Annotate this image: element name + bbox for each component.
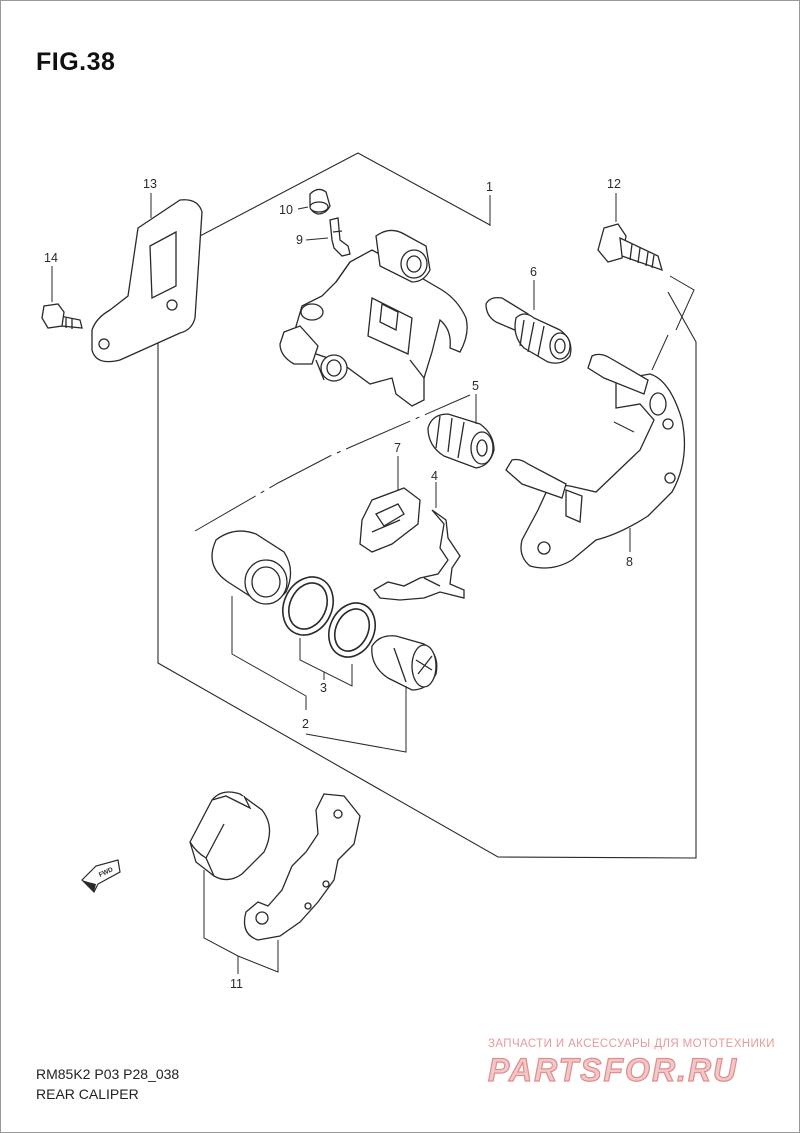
assembly-frame: [157, 152, 697, 859]
leader-3-bracket: [299, 638, 353, 687]
callout-5: 5: [472, 379, 479, 393]
part-4-retainer: [373, 509, 465, 601]
part-12-bolt: [597, 223, 663, 272]
diagram-code: RM85K2 P03 P28_038: [36, 1066, 180, 1082]
part-5-boot: [427, 413, 495, 469]
leader-2-bracket: [231, 596, 307, 710]
callout-2: 2: [302, 717, 309, 731]
callout-14: 14: [44, 251, 58, 265]
callout-8: 8: [626, 555, 633, 569]
part-6-boot: [485, 296, 572, 364]
part-1-caliper-body: [279, 229, 468, 407]
callout-7: 7: [394, 441, 401, 455]
part-8-bracket: [505, 353, 686, 569]
leader-2-right: [305, 686, 407, 753]
callout-11: 11: [230, 977, 243, 991]
part-3-seal-a: [282, 576, 334, 636]
part-10-cap: [309, 188, 331, 215]
callout-9: 9: [296, 233, 303, 247]
leader-10: [297, 206, 309, 210]
watermark-logo: PARTSFOR.RU: [487, 1051, 739, 1088]
callout-13: 13: [143, 177, 157, 191]
part-13-bracket: [91, 199, 203, 363]
leader-9: [305, 237, 329, 241]
callout-3: 3: [320, 681, 327, 695]
part-11-pad-front: [189, 791, 271, 881]
part-3-seal-b: [328, 602, 376, 658]
part-7-spring: [359, 487, 421, 553]
leader-12-bracket: [669, 275, 695, 331]
part-9-bleeder-valve: [329, 217, 351, 257]
leader-8-mid: [613, 421, 635, 433]
part-14-bolt: [41, 303, 83, 329]
callout-1: 1: [486, 180, 493, 194]
fwd-arrow-icon: [81, 859, 121, 894]
part-2-piston: [211, 530, 292, 605]
callout-12: 12: [607, 177, 621, 191]
watermark-tagline: ЗАПЧАСТИ И АКСЕССУАРЫ ДЛЯ МОТОТЕХНИКИ: [488, 1038, 775, 1050]
leader-12-link: [651, 334, 669, 371]
callout-10: 10: [279, 203, 293, 217]
callout-6: 6: [530, 265, 537, 279]
figure-title: FIG.38: [36, 48, 116, 76]
divider-line: [194, 394, 471, 532]
diagram-caption: REAR CALIPER: [36, 1086, 139, 1102]
part-2-cap: [371, 635, 438, 691]
part-11-pad-back: [243, 793, 361, 941]
callout-4: 4: [431, 469, 438, 483]
